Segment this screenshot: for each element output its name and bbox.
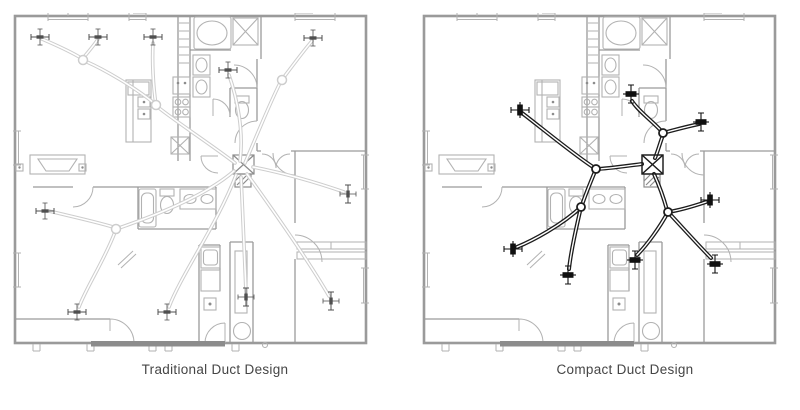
duct-junctions — [576, 128, 673, 217]
floorplan-compact — [422, 13, 780, 353]
supply-registers — [503, 84, 724, 285]
air-handler-icon — [641, 154, 664, 175]
floorplan-traditional — [13, 13, 371, 353]
traditional-duct-runs — [30, 28, 357, 321]
caption-compact: Compact Duct Design — [556, 362, 694, 377]
duct-junctions — [77, 54, 288, 235]
caption-traditional: Traditional Duct Design — [141, 362, 289, 377]
compact-duct-runs — [503, 84, 724, 285]
